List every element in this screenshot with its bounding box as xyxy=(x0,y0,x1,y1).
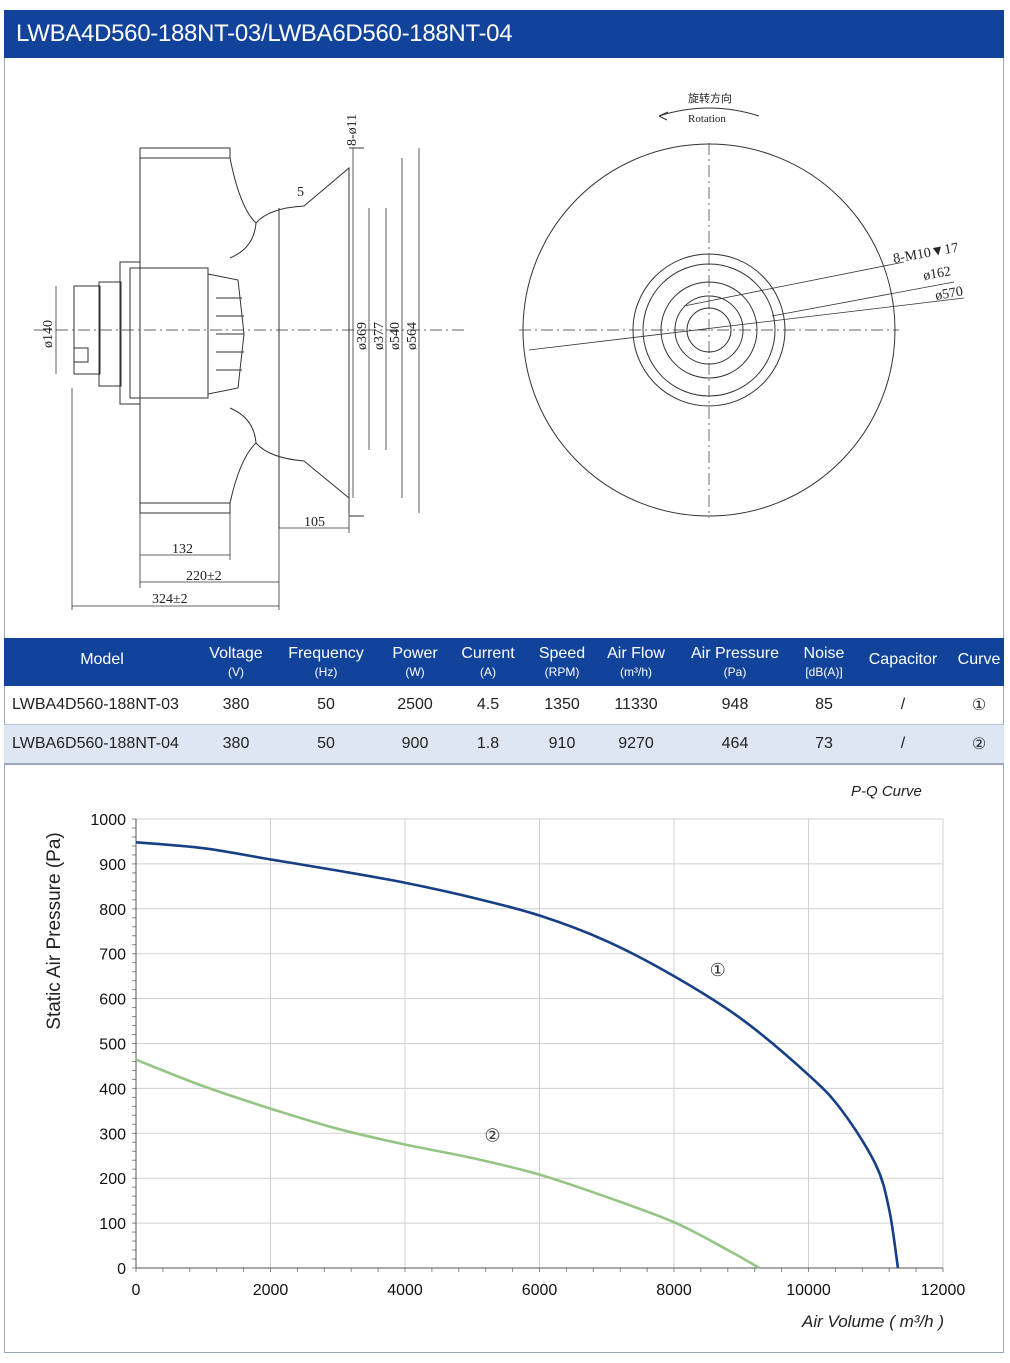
table-cell: 50 xyxy=(272,686,380,725)
col-header: Air Pressure(Pa) xyxy=(674,638,796,686)
col-header: Speed(RPM) xyxy=(526,638,598,686)
table-row: LWBA4D560-188NT-03 380 50 2500 4.5 1350 … xyxy=(4,686,1004,725)
col-header: Voltage(V) xyxy=(200,638,272,686)
dim-324: 324±2 xyxy=(152,592,188,607)
table-cell: ① xyxy=(954,686,1004,725)
table-cell: LWBA6D560-188NT-04 xyxy=(4,724,200,764)
dim-d162: ø162 xyxy=(922,264,952,284)
table-cell: 380 xyxy=(200,724,272,764)
col-header: Frequency(Hz) xyxy=(272,638,380,686)
rotation-label-en: Rotation xyxy=(688,113,726,125)
dim-d570: ø570 xyxy=(934,284,964,304)
dim-d369: ø369 xyxy=(355,322,370,350)
dimension-drawing: 8-ø11 5 ø140 ø369 ø377 ø540 ø564 105 132… xyxy=(34,91,964,610)
table-cell: 900 xyxy=(380,724,450,764)
table-cell: 2500 xyxy=(380,686,450,725)
dim-8-m10: 8-M10▼17 xyxy=(892,241,960,267)
dim-d377: ø377 xyxy=(372,322,387,350)
table-cell: 948 xyxy=(674,686,796,725)
col-header: Model xyxy=(4,638,200,686)
table-cell: 73 xyxy=(796,724,852,764)
dim-220: 220±2 xyxy=(186,569,222,584)
y-axis-label: Static Air Pressure (Pa) xyxy=(44,832,65,1030)
col-header: Power(W) xyxy=(380,638,450,686)
col-header: Air Flow(m³/h) xyxy=(598,638,674,686)
spec-table: Model Voltage(V) Frequency(Hz) Power(W) … xyxy=(4,638,1004,764)
col-header: Current(A) xyxy=(450,638,526,686)
table-cell: 1350 xyxy=(526,686,598,725)
col-header: Curve xyxy=(954,638,1004,686)
table-cell: 9270 xyxy=(598,724,674,764)
table-cell: 910 xyxy=(526,724,598,764)
col-header: Noise[dB(A)] xyxy=(796,638,852,686)
table-row: LWBA6D560-188NT-04 380 50 900 1.8 910 92… xyxy=(4,724,1004,764)
table-cell: 4.5 xyxy=(450,686,526,725)
dim-105: 105 xyxy=(304,515,325,530)
table-cell: 464 xyxy=(674,724,796,764)
dim-d540: ø540 xyxy=(388,322,403,350)
table-cell: 1.8 xyxy=(450,724,526,764)
title-bar: LWBA4D560-188NT-03/LWBA6D560-188NT-04 xyxy=(4,10,1004,58)
table-cell: 85 xyxy=(796,686,852,725)
dim-d564: ø564 xyxy=(405,322,420,350)
col-header: Capacitor xyxy=(852,638,954,686)
table-cell: ② xyxy=(954,724,1004,764)
table-header-row: Model Voltage(V) Frequency(Hz) Power(W) … xyxy=(4,638,1004,686)
x-axis-label: Air Volume ( m³/h ) xyxy=(802,1312,945,1331)
dim-d140: ø140 xyxy=(41,320,56,348)
chart-title: P-Q Curve xyxy=(851,783,922,800)
rotation-label-cn: 旋转方向 xyxy=(688,91,732,105)
dim-132: 132 xyxy=(172,542,193,557)
table-cell: LWBA4D560-188NT-03 xyxy=(4,686,200,725)
page-title: LWBA4D560-188NT-03/LWBA6D560-188NT-04 xyxy=(16,20,513,47)
dim-5: 5 xyxy=(297,185,304,200)
dim-8-d11: 8-ø11 xyxy=(345,114,360,146)
table-cell: 50 xyxy=(272,724,380,764)
table-cell: 380 xyxy=(200,686,272,725)
table-cell: 11330 xyxy=(598,686,674,725)
table-cell: / xyxy=(852,724,954,764)
section-divider xyxy=(4,763,1004,765)
table-cell: / xyxy=(852,686,954,725)
